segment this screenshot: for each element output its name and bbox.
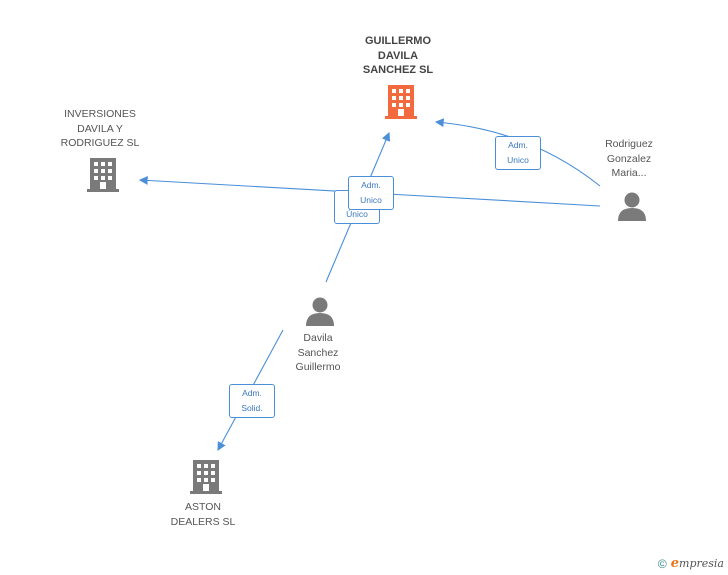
edge-label-rodriguez-guillermo[interactable]: Adm. Unico: [495, 136, 541, 170]
edge-label-davila-aston[interactable]: Adm. Solid.: [229, 384, 275, 418]
brand-logo: empresia: [671, 556, 724, 571]
node-label-guillermo-company: GUILLERMO DAVILA SANCHEZ SL: [362, 35, 434, 76]
building-icon[interactable]: [87, 158, 119, 192]
person-icon[interactable]: [305, 296, 335, 326]
person-icon[interactable]: [617, 191, 647, 221]
brand-logo-text: mpresia: [679, 557, 724, 570]
copyright-icon: ©: [657, 556, 667, 571]
node-label-inversiones: INVERSIONES DAVILA Y RODRIGUEZ SL: [60, 108, 140, 149]
building-icon[interactable]: [190, 460, 222, 494]
brand-logo-e: e: [670, 556, 680, 571]
node-label-aston: ASTON DEALERS SL: [170, 501, 236, 528]
node-label-davila-person: Davila Sanchez Guillermo: [295, 332, 341, 373]
copyright-footer: © empresia: [658, 556, 724, 571]
edge-label-davila-guillermo[interactable]: Adm. Unico: [348, 176, 394, 210]
node-label-rodriguez: Rodriguez Gonzalez Maria...: [605, 138, 653, 179]
building-icon[interactable]: [385, 85, 417, 119]
